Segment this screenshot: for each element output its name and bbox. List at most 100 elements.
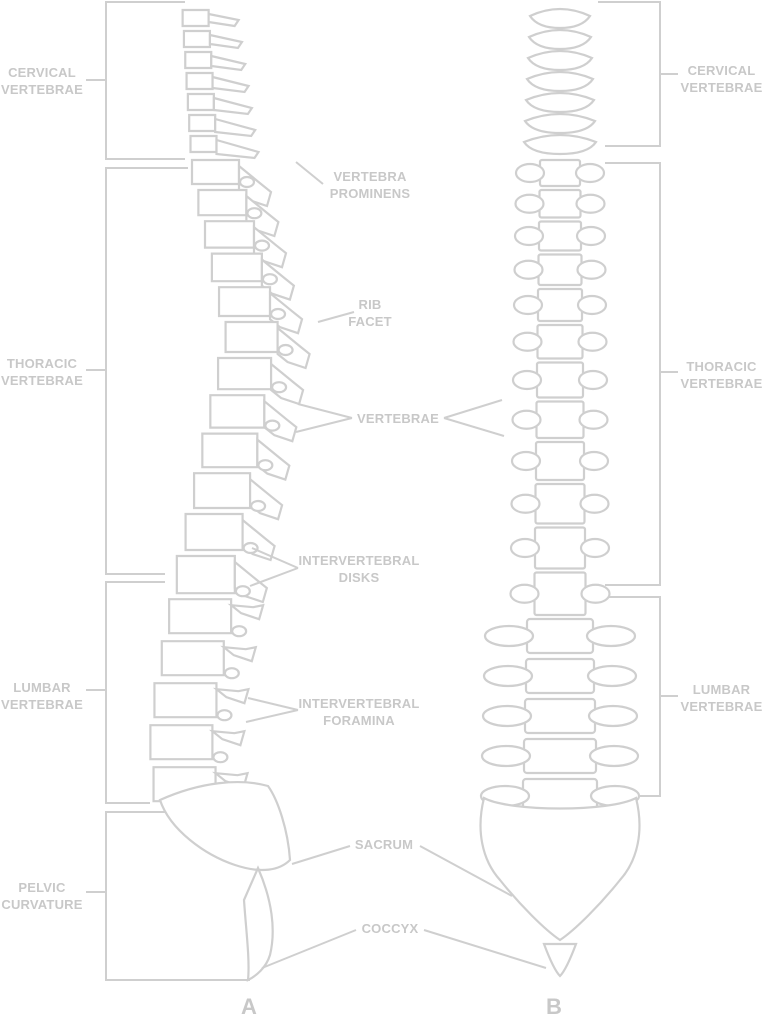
front-thoracic-body-12 bbox=[533, 571, 587, 617]
bracket-cervical-left bbox=[86, 1, 185, 160]
side-cervical-process-4 bbox=[211, 75, 251, 94]
front-lumbar-right-process-1 bbox=[585, 624, 637, 648]
front-thoracic-right-process-3 bbox=[575, 225, 607, 247]
front-lumbar-body-3 bbox=[523, 697, 597, 735]
front-thoracic-body-7 bbox=[535, 361, 585, 399]
front-thoracic-right-process-8 bbox=[578, 409, 609, 430]
leader-sacrum bbox=[291, 845, 513, 897]
leader-coccyx bbox=[261, 929, 547, 969]
bracket-thoracic-left bbox=[86, 167, 188, 575]
front-thoracic-left-process-11 bbox=[509, 537, 541, 559]
front-thoracic-body-9 bbox=[534, 440, 586, 482]
front-thoracic-body-4 bbox=[537, 253, 583, 287]
front-thoracic-right-process-1 bbox=[574, 162, 606, 184]
front-lumbar-left-process-2 bbox=[482, 664, 534, 688]
side-lumbar-foramen-1 bbox=[231, 625, 248, 638]
front-thoracic-right-process-2 bbox=[575, 193, 606, 214]
front-thoracic-right-process-9 bbox=[578, 450, 610, 472]
side-lumbar-body-1 bbox=[168, 598, 233, 635]
front-thoracic-right-process-11 bbox=[579, 537, 611, 559]
front-thoracic-left-process-6 bbox=[512, 331, 543, 352]
side-thoracic-body-8 bbox=[209, 394, 266, 429]
side-thoracic-foramen-9 bbox=[257, 459, 274, 472]
side-cervical-body-6 bbox=[188, 113, 217, 133]
front-cervical-vertebra-5 bbox=[524, 91, 596, 114]
side-cervical-process-1 bbox=[207, 12, 241, 28]
side-cervical-process-3 bbox=[210, 54, 248, 72]
side-thoracic-foramen-11 bbox=[242, 541, 259, 555]
front-lumbar-right-process-2 bbox=[586, 664, 638, 688]
front-thoracic-left-process-10 bbox=[510, 493, 541, 514]
label-vertebrae: VERTEBRAE bbox=[357, 411, 439, 426]
side-cervical-body-3 bbox=[184, 50, 213, 70]
side-thoracic-spinous-process-11 bbox=[241, 517, 276, 562]
side-thoracic-body-3 bbox=[203, 220, 256, 249]
side-thoracic-foramen-7 bbox=[270, 381, 288, 394]
bracket-pelvic-left bbox=[86, 811, 250, 981]
front-view-spine bbox=[479, 7, 641, 978]
front-thoracic-body-3 bbox=[537, 220, 583, 252]
side-lumbar-spinous-process-4 bbox=[208, 729, 246, 747]
side-lumbar-foramen-4 bbox=[212, 751, 229, 764]
side-thoracic-body-11 bbox=[184, 512, 244, 552]
side-thoracic-foramen-1 bbox=[238, 175, 256, 189]
front-thoracic-right-process-7 bbox=[577, 369, 609, 391]
side-thoracic-foramen-5 bbox=[269, 307, 287, 321]
side-cervical-body-4 bbox=[185, 71, 214, 91]
side-thoracic-body-2 bbox=[197, 188, 248, 217]
front-thoracic-body-5 bbox=[536, 287, 584, 323]
front-lumbar-left-process-4 bbox=[480, 744, 532, 768]
bracket-lumbar-left bbox=[86, 581, 165, 804]
front-lumbar-body-1 bbox=[525, 617, 595, 655]
front-thoracic-body-8 bbox=[535, 400, 585, 440]
label-sacrum: SACRUM bbox=[354, 837, 414, 852]
side-cervical-process-2 bbox=[208, 33, 244, 50]
side-lumbar-spinous-process-2 bbox=[220, 645, 258, 663]
front-cervical-vertebra-7 bbox=[522, 133, 598, 156]
side-thoracic-body-5 bbox=[217, 286, 272, 318]
front-thoracic-body-11 bbox=[533, 526, 587, 570]
front-lumbar-left-process-3 bbox=[481, 704, 533, 728]
front-lumbar-right-process-4 bbox=[588, 744, 640, 768]
side-cervical-process-5 bbox=[212, 96, 254, 116]
side-cervical-body-7 bbox=[189, 134, 218, 154]
side-thoracic-foramen-12 bbox=[234, 585, 251, 598]
front-thoracic-left-process-8 bbox=[511, 409, 542, 430]
side-thoracic-body-12 bbox=[175, 554, 236, 595]
view-label-b: B bbox=[546, 994, 562, 1019]
front-thoracic-left-process-1 bbox=[514, 162, 546, 184]
leader-vertebra-prominens bbox=[295, 161, 324, 185]
side-thoracic-spinous-process-10 bbox=[248, 476, 284, 521]
side-cervical-body-2 bbox=[182, 29, 212, 49]
front-cervical-vertebra-6 bbox=[523, 112, 597, 135]
side-coccyx bbox=[242, 865, 274, 982]
front-lumbar-body-2 bbox=[524, 657, 596, 695]
front-thoracic-left-process-2 bbox=[514, 193, 545, 214]
leader-vertebrae bbox=[295, 399, 505, 437]
front-cervical-vertebra-4 bbox=[525, 70, 595, 93]
front-thoracic-right-process-6 bbox=[577, 331, 608, 352]
front-thoracic-body-10 bbox=[534, 482, 586, 525]
front-sacrum bbox=[479, 796, 641, 942]
front-thoracic-body-1 bbox=[538, 158, 582, 188]
front-lumbar-right-process-3 bbox=[587, 704, 639, 728]
front-thoracic-body-6 bbox=[536, 323, 584, 360]
front-thoracic-right-process-10 bbox=[579, 493, 610, 514]
bracket-cervical-right bbox=[598, 1, 678, 147]
side-thoracic-foramen-3 bbox=[253, 239, 271, 252]
side-cervical-body-5 bbox=[186, 92, 215, 112]
front-thoracic-right-process-12 bbox=[580, 583, 611, 604]
side-thoracic-body-1 bbox=[190, 158, 241, 186]
side-lumbar-foramen-3 bbox=[216, 709, 233, 722]
